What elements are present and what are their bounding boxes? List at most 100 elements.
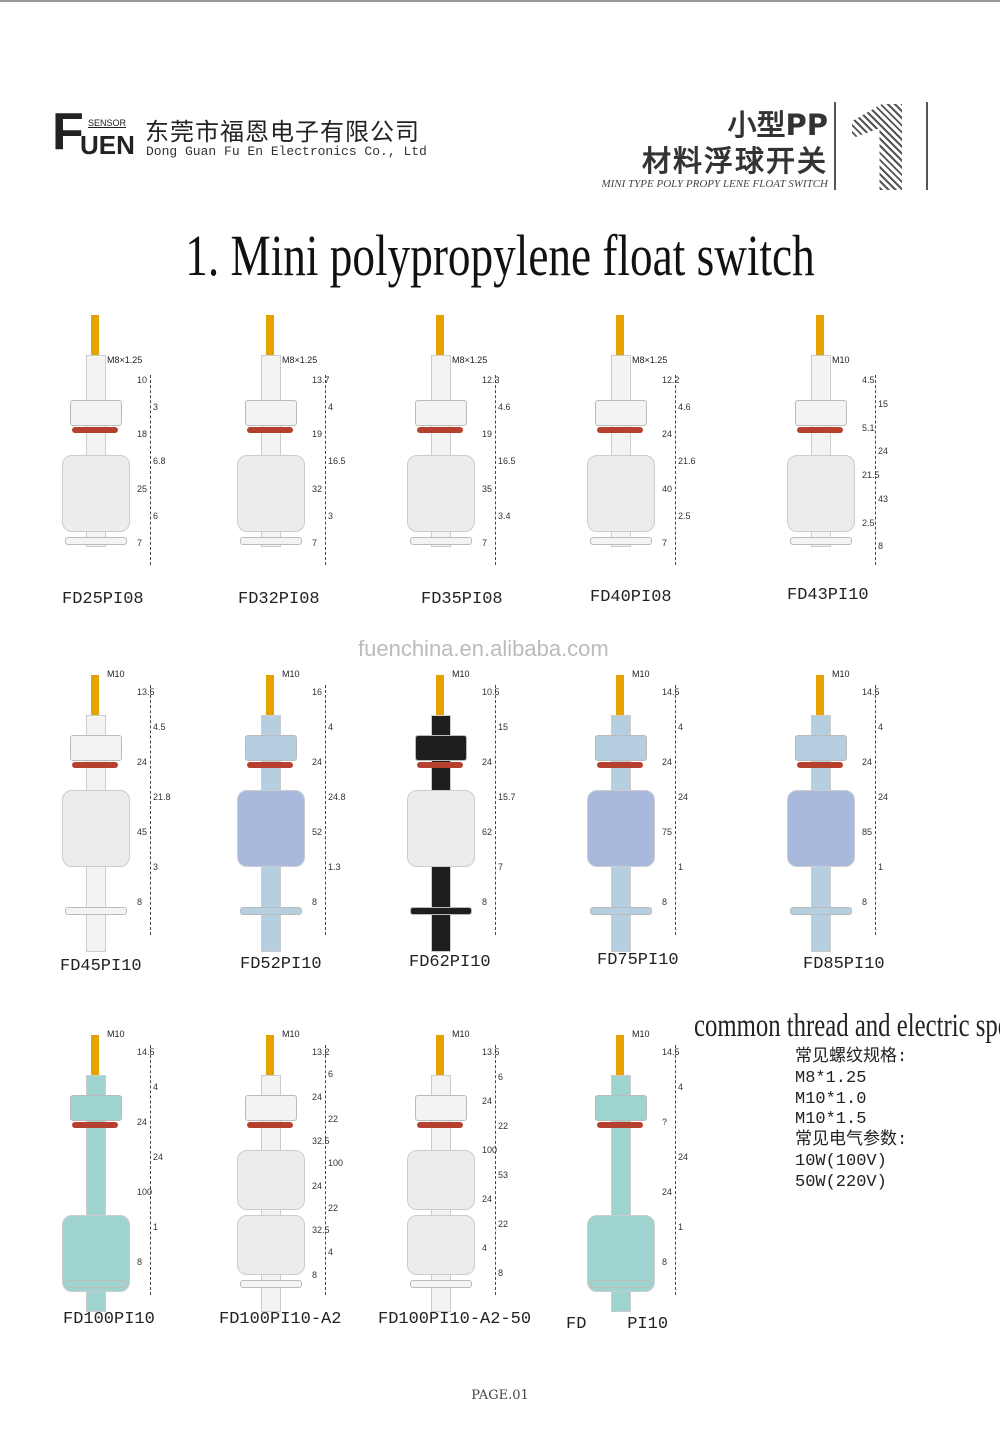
thread-label: M10 [282,669,300,679]
dimension-value: 22 [498,1218,509,1229]
product-model-label: FD PI10 [566,1315,669,1334]
dimension-value: 24 [482,1194,493,1204]
dimension-line [675,685,676,935]
dimension-value: 8 [662,897,668,907]
o-ring [417,427,463,433]
dimension-value: 25 [137,483,148,494]
spec-line: 常见螺纹规格: [795,1048,908,1067]
thread-label: M10 [452,1029,470,1039]
dimension-value: 100 [137,1187,153,1197]
float [237,1150,305,1210]
dimension-line [875,685,876,935]
dimension-value: 13.2 [312,1047,330,1057]
spec-line: 50W(220V) [795,1172,887,1192]
stop-flange [790,537,852,545]
dimension-value: 3 [153,862,159,872]
logo-letters-uen: UEN [80,130,135,160]
dimension-value: 1 [678,1222,684,1232]
dimension-value: 24 [137,757,148,767]
cable [436,1035,444,1095]
product-model-label: FD62PI10 [409,953,491,972]
product-model-label: FD100PI10-A2 [219,1310,342,1329]
dimension-value: 14.5 [662,687,680,697]
cable [91,1035,99,1095]
company-name-en: Dong Guan Fu En Electronics Co., Ltd [146,144,427,159]
dimension-value: 14.5 [662,1047,680,1057]
dimension-line [675,1045,676,1295]
product-model-label: FD52PI10 [240,955,322,974]
dimension-value: 2.5 [678,510,691,521]
dimension-value: 13.5 [482,1047,500,1057]
float [787,790,855,867]
dimension-value: 6 [498,1071,504,1082]
dimension-value: 6 [328,1069,334,1080]
dimension-value: 7 [662,537,668,548]
dimension-value: 4.5 [153,722,166,732]
dimension-value: 24 [312,757,323,767]
dimension-value: 10.5 [482,687,500,697]
dimension-value: 19 [482,429,493,440]
o-ring [597,427,643,433]
o-ring [72,1122,118,1128]
thread-label: M10 [632,669,650,679]
thread-label: M10 [452,669,470,679]
dimension-value: 12.2 [662,375,680,385]
product-model-label: FD45PI10 [60,957,142,976]
float [237,455,305,532]
cable [266,1035,274,1095]
dimension-line [495,685,496,935]
stop-flange [65,907,127,915]
thread-label: M10 [107,1029,125,1039]
float [587,455,655,532]
dimension-value: 4 [328,722,334,732]
dimension-value: 6 [153,510,159,521]
dimension-value: 4 [153,1082,159,1092]
dimension-value: 13.5 [137,687,155,697]
hex-nut [415,400,467,426]
o-ring [247,427,293,433]
title-en: MINI TYPE POLY PROPY LENE FLOAT SWITCH [601,178,828,190]
dimension-value: 15 [878,398,889,409]
hex-nut [595,1095,647,1121]
dimension-value: 24 [678,1152,689,1162]
thread-label: M8×1.25 [452,355,488,365]
dimension-value: 3.4 [498,510,511,521]
dimension-value: 1 [678,862,684,872]
stop-flange [65,537,127,545]
float [407,1150,475,1210]
dimension-line [325,1045,326,1295]
stop-flange [240,537,302,545]
product-model-label: FD100PI10-A2-50 [378,1310,532,1329]
cable [266,315,274,375]
dimension-value: 22 [328,1113,339,1124]
dimension-value: 2.5 [862,517,875,528]
o-ring [797,762,843,768]
dimension-value: 8 [312,897,318,907]
dimension-value: 7 [498,862,504,872]
hex-nut [415,1095,467,1121]
dimension-value: 24 [312,1091,323,1102]
float [237,790,305,867]
stop-flange [410,1280,472,1288]
dimension-value: 32.5 [312,1136,330,1147]
logo-letter-f: F [52,103,84,161]
dimension-value: 43 [878,493,889,504]
spec-line: 10W(100V) [795,1151,887,1171]
cable [91,315,99,375]
float [237,1215,305,1275]
divider [926,102,928,190]
product-model-label: FD43PI10 [787,586,869,605]
dimension-value: 4 [678,722,684,732]
dimension-value: 3 [153,402,159,413]
